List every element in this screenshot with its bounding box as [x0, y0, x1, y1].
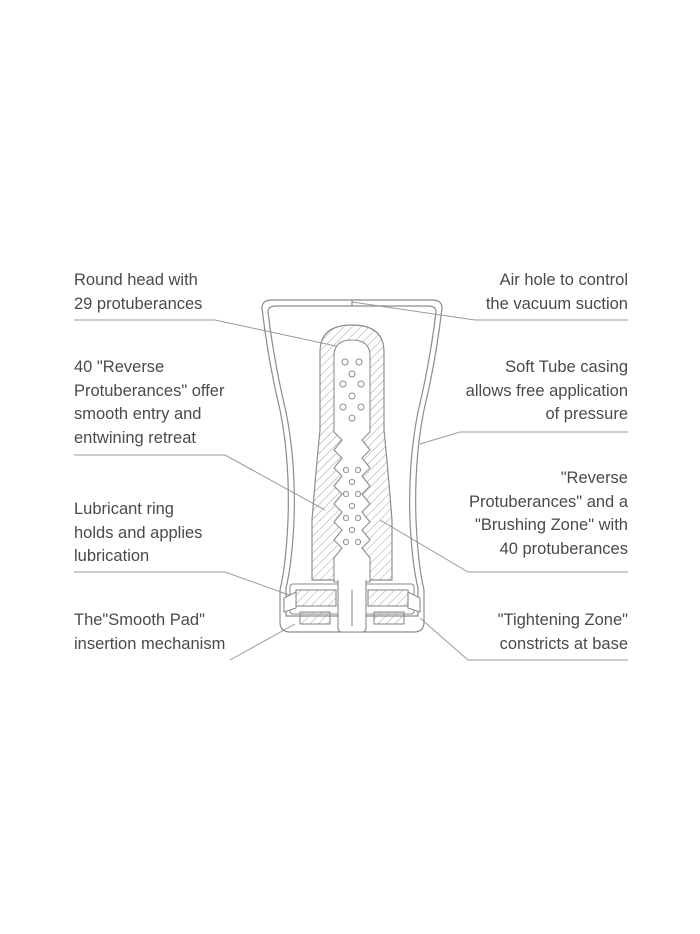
callout-line: of pressure	[545, 405, 628, 423]
callout-tightening-zone: "Tightening Zone" constricts at base	[498, 609, 628, 656]
callout-line: The"Smooth Pad"	[74, 611, 205, 629]
callout-line: entwining retreat	[74, 428, 196, 447]
inner-sleeve	[311, 324, 393, 583]
leader-soft-tube	[419, 431, 628, 445]
leader-smooth-pad	[229, 623, 296, 661]
callout-reverse-protuberances: 40 "Reverse Protuberances" offer smooth …	[74, 356, 224, 450]
callout-lubricant-ring: Lubricant ring holds and applies lubrica…	[74, 498, 202, 569]
callout-line: Lubricant ring	[74, 500, 174, 518]
callout-line: insertion mechanism	[74, 634, 226, 653]
leader-air-hole	[351, 301, 628, 321]
base-assembly	[283, 580, 421, 633]
callout-soft-tube: Soft Tube casing allows free application…	[466, 356, 628, 427]
callout-round-head: Round head with 29 protuberances	[74, 269, 202, 316]
leader-brushing-zone	[379, 519, 628, 573]
callout-line: "Tightening Zone"	[497, 611, 628, 629]
callout-line: constricts at base	[499, 634, 628, 653]
callout-line: Air hole to control	[499, 271, 628, 289]
callout-line: 40 "Reverse	[74, 358, 165, 376]
callout-line: 40 protuberances	[499, 539, 628, 558]
leader-tightening-zone	[419, 617, 628, 661]
callout-line: the vacuum suction	[485, 294, 628, 313]
callout-line: "Brushing Zone" with	[475, 516, 628, 534]
callout-line: smooth entry and	[74, 405, 202, 423]
leader-lines	[74, 301, 628, 661]
callout-line: holds and applies	[74, 523, 203, 542]
callout-line: Protuberances" and a	[468, 492, 628, 511]
inner-casing	[267, 305, 437, 617]
callout-line: lubrication	[74, 547, 150, 565]
outer-casing	[261, 299, 443, 633]
leader-round-head	[74, 319, 346, 349]
protuberance-dots	[339, 358, 365, 546]
leader-lubricant-ring	[74, 571, 293, 597]
leader-reverse-protuberances	[74, 454, 326, 511]
callout-line: allows free application	[465, 381, 628, 400]
callout-line: Protuberances" offer	[74, 381, 225, 400]
callout-line: "Reverse	[560, 469, 628, 487]
callout-brushing-zone: "Reverse Protuberances" and a "Brushing …	[469, 467, 628, 561]
tube-outline	[261, 299, 443, 633]
callout-line: 29 protuberances	[74, 294, 203, 313]
callout-line: Round head with	[74, 271, 198, 289]
callout-smooth-pad: The"Smooth Pad" insertion mechanism	[74, 609, 225, 656]
callout-air-hole: Air hole to control the vacuum suction	[486, 269, 628, 316]
callout-line: Soft Tube casing	[505, 358, 628, 376]
